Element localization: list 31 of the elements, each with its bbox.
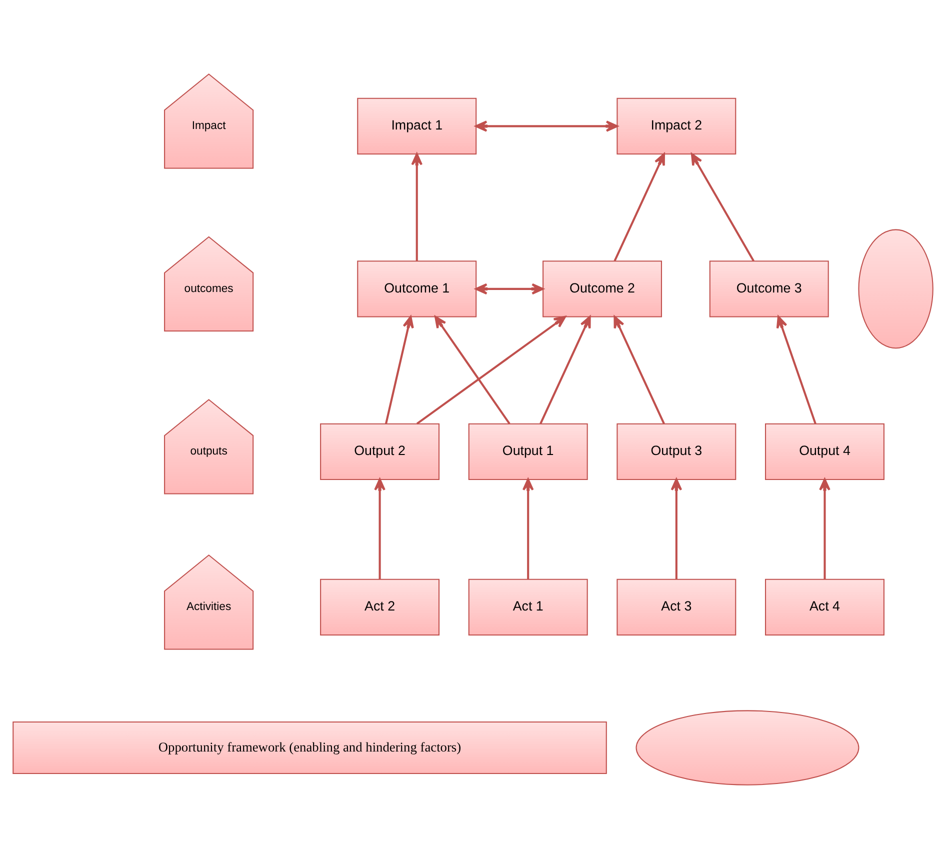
arrow [539, 316, 590, 424]
node-box: Output 3 [616, 423, 736, 480]
node-box: Act 2 [320, 578, 440, 636]
node-box: Output 1 [468, 423, 588, 480]
arrow [434, 316, 510, 424]
node-box: Outcome 2 [542, 260, 662, 318]
node-box: Impact 2 [616, 98, 736, 154]
arrow [410, 153, 422, 261]
arrow [613, 153, 664, 262]
node-box: Impact 1 [356, 98, 476, 154]
arrow [384, 316, 414, 424]
node-box: Opportunity framework (enabling and hindering factors) [12, 722, 606, 774]
arrow [776, 316, 816, 424]
arrow [522, 478, 534, 580]
arrow [613, 316, 664, 424]
node-box: Output 4 [764, 423, 884, 480]
arrow [474, 283, 544, 295]
node-box: Act 4 [764, 578, 884, 636]
node-ellipse [635, 710, 859, 786]
node-box: Act 3 [616, 578, 736, 636]
node-ellipse [858, 229, 933, 349]
arrow [690, 153, 754, 262]
arrow [416, 316, 566, 425]
arrow [670, 478, 682, 580]
arrow [474, 120, 618, 132]
node-box: Output 2 [320, 423, 440, 480]
arrow [818, 478, 830, 580]
node-box: Outcome 3 [708, 260, 828, 318]
node-box: Act 1 [468, 578, 588, 636]
node-box: Outcome 1 [356, 260, 476, 318]
arrow [374, 478, 385, 580]
